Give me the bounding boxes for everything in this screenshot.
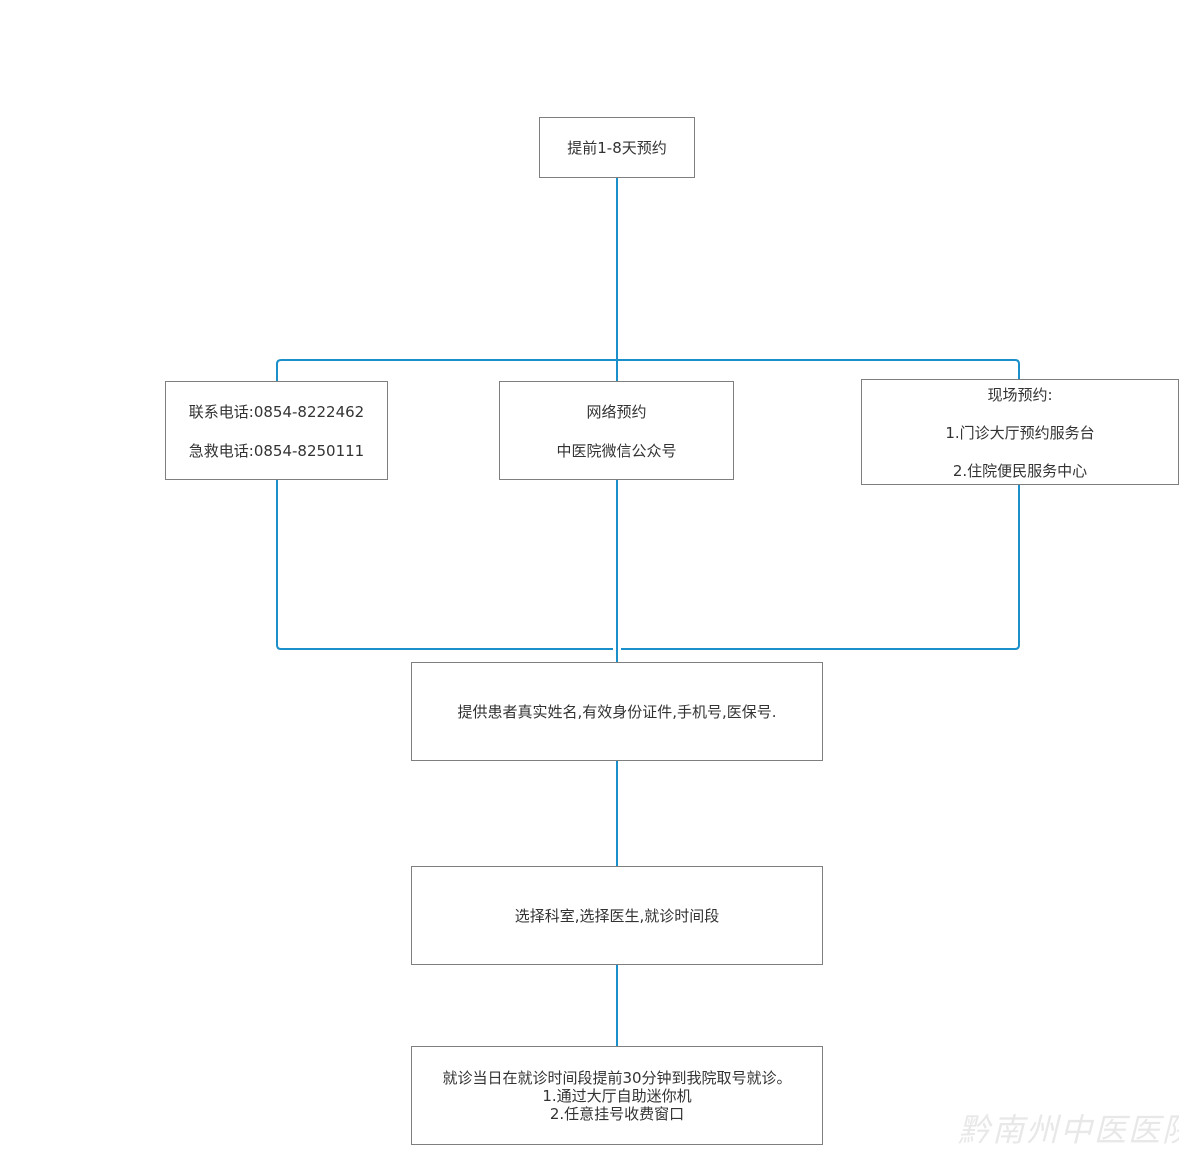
node-advance-booking: 提前1-8天预约 (539, 117, 695, 178)
connector-to-phone (276, 359, 282, 381)
contact-phone-text: 联系电话:0854-8222462 (188, 402, 365, 421)
visit-option-2: 2.任意挂号收费窗口 (549, 1104, 685, 1123)
node-visit-day: 就诊当日在就诊时间段提前30分钟到我院取号就诊。 1.通过大厅自助迷你机 2.任… (411, 1046, 823, 1145)
choose-department-text: 选择科室,选择医生,就诊时间段 (514, 907, 720, 925)
emergency-phone-text: 急救电话:0854-8250111 (188, 441, 365, 460)
onsite-option-2: 2.住院便民服务中心 (952, 461, 1088, 480)
wechat-account-text: 中医院微信公众号 (556, 441, 677, 460)
hospital-watermark: 黔南州中医医院 (958, 1111, 1179, 1149)
visit-option-1: 1.通过大厅自助迷你机 (542, 1086, 692, 1105)
node-advance-booking-text: 提前1-8天预约 (567, 139, 667, 157)
node-online-booking: 网络预约 中医院微信公众号 (499, 381, 734, 480)
node-phone-booking: 联系电话:0854-8222462 急救电话:0854-8250111 (165, 381, 388, 480)
node-provide-info: 提供患者真实姓名,有效身份证件,手机号,医保号. (411, 662, 823, 761)
visit-day-text: 就诊当日在就诊时间段提前30分钟到我院取号就诊。 (442, 1068, 792, 1087)
onsite-option-1: 1.门诊大厅预约服务台 (945, 423, 1095, 442)
provide-info-text: 提供患者真实姓名,有效身份证件,手机号,医保号. (457, 703, 777, 721)
node-choose-department: 选择科室,选择医生,就诊时间段 (411, 866, 823, 965)
connector-from-phone (276, 480, 613, 650)
onsite-booking-title: 现场预约: (987, 385, 1053, 404)
connector-to-onsite (1014, 359, 1020, 379)
online-booking-title: 网络预约 (586, 402, 647, 421)
node-onsite-booking: 现场预约: 1.门诊大厅预约服务台 2.住院便民服务中心 (861, 379, 1179, 485)
connector-from-onsite (621, 485, 1020, 650)
